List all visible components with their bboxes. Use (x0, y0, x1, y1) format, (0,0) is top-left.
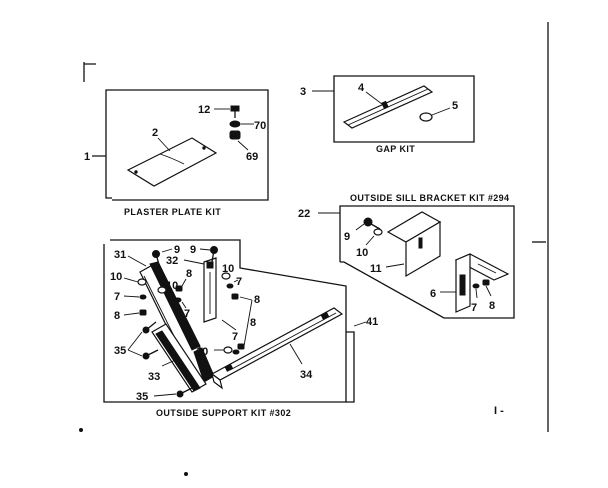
sill-bracket (386, 211, 442, 278)
callout-7-leg: 7 (184, 308, 190, 320)
support-kit-box (103, 239, 347, 403)
gap-kit-box (333, 75, 475, 143)
plaster-plate-kit-group: 1 2 12 70 69 PLASTER PLATE KIT (84, 89, 269, 217)
callout-6: 6 (430, 288, 436, 300)
callout-8-sill: 8 (489, 300, 495, 312)
sill-bracket-kit-group: OUTSIDE SILL BRACKET KIT #294 22 9 10 11 (298, 193, 515, 319)
caption-outside-sill-bracket-kit: OUTSIDE SILL BRACKET KIT #294 (350, 193, 509, 203)
support-rail (210, 307, 344, 390)
plaster-washer (229, 120, 241, 128)
corner-mark (83, 62, 96, 82)
callout-69: 69 (246, 151, 258, 163)
caption-gap-kit: GAP KIT (376, 144, 415, 154)
support-bracket-32 (203, 257, 217, 323)
callout-8-leg: 8 (186, 268, 192, 280)
plaster-nut (229, 130, 241, 140)
callout-7-right: 7 (236, 276, 242, 288)
stray-mark: I - (494, 405, 504, 417)
callout-31: 31 (114, 249, 126, 261)
sill-angle (454, 253, 510, 313)
callout-10-lower: 10 (196, 346, 208, 358)
gap-strip (342, 85, 434, 129)
callout-5: 5 (452, 100, 458, 112)
callout-7-sill: 7 (471, 302, 477, 314)
callout-22: 22 (298, 208, 310, 220)
gap-plug (419, 112, 433, 122)
caption-outside-support-kit: OUTSIDE SUPPORT KIT #302 (156, 408, 291, 418)
callout-4: 4 (358, 82, 365, 94)
callout-9-a: 9 (174, 244, 180, 256)
callout-8-right: 8 (254, 294, 260, 306)
callout-1: 1 (84, 151, 90, 163)
support-kit-group: 41 31 33 32 (103, 239, 378, 418)
callout-41: 41 (366, 316, 378, 328)
callout-10-right: 10 (222, 263, 234, 275)
callout-12: 12 (198, 104, 210, 116)
callout-10-leg: 10 (166, 280, 178, 292)
plaster-screw (230, 105, 240, 118)
callout-3: 3 (300, 86, 306, 98)
speck-left (79, 428, 83, 432)
sill-lockwasher (472, 283, 480, 289)
callout-33: 33 (148, 371, 160, 383)
callout-70: 70 (254, 120, 266, 132)
sill-nut (482, 279, 490, 286)
gap-kit-group: 3 4 5 GAP KIT (300, 75, 475, 154)
callout-34: 34 (300, 369, 313, 381)
callout-8-lower: 8 (250, 317, 256, 329)
plaster-kit-box (112, 89, 269, 201)
sill-washer (373, 228, 383, 236)
callout-7-lower: 7 (232, 331, 238, 343)
callout-35-left: 35 (114, 345, 126, 357)
support-hardware-right (221, 272, 245, 355)
callout-10-sill: 10 (356, 247, 368, 259)
caption-plaster-plate-kit: PLASTER PLATE KIT (124, 207, 221, 217)
sill-kit-box (339, 205, 515, 319)
callout-7-left: 7 (114, 291, 120, 303)
callout-10-left: 10 (110, 271, 122, 283)
callout-9-b: 9 (190, 244, 196, 256)
sill-screw (363, 217, 381, 230)
support-hardware-leg (157, 285, 183, 303)
support-kit-bracket (346, 331, 355, 403)
callout-8-left: 8 (114, 310, 120, 322)
callout-11: 11 (370, 263, 382, 275)
callout-2: 2 (152, 127, 158, 139)
plaster-kit-bracket (92, 89, 112, 199)
plaster-plate (126, 137, 218, 187)
callout-32: 32 (166, 255, 178, 267)
speck-bottom (184, 472, 188, 476)
callout-9-sill: 9 (344, 231, 350, 243)
support-top-screws (152, 246, 218, 269)
callout-35-bottom: 35 (136, 391, 148, 403)
